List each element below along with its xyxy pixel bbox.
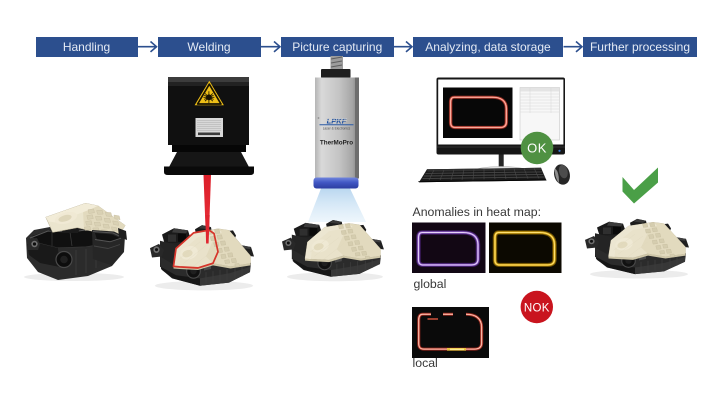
svg-text:Laser & Electronics: Laser & Electronics	[323, 126, 351, 130]
svg-text:OK: OK	[527, 141, 547, 156]
svg-text:TherMoPro: TherMoPro	[320, 140, 353, 147]
svg-text:NOK: NOK	[524, 302, 550, 314]
